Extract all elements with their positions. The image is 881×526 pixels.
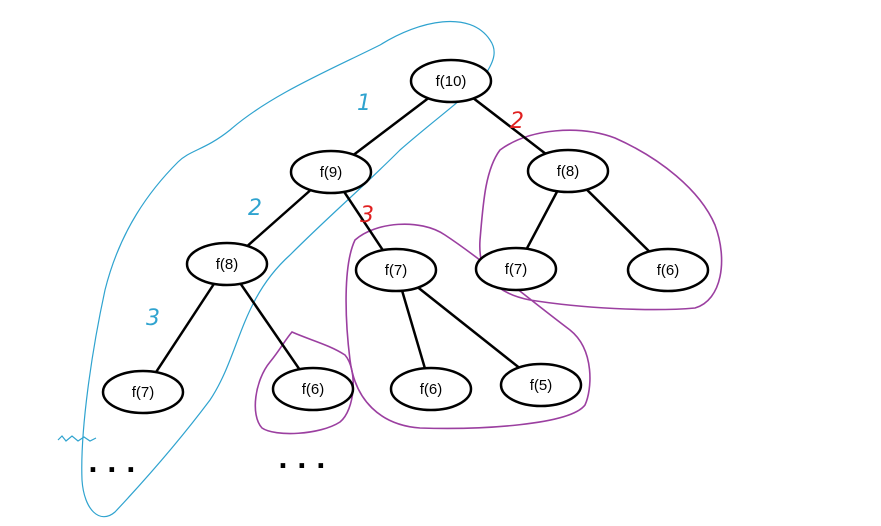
node-ellipse [409, 58, 493, 104]
tree-node-n10: f(10) [409, 58, 493, 104]
node-ellipse [526, 148, 610, 194]
node-label: f(6) [420, 381, 443, 398]
node-label: f(8) [216, 256, 239, 273]
blue-path-outline [81, 20, 495, 518]
node-label: f(6) [657, 262, 680, 279]
node-ellipse [185, 241, 269, 287]
blue-number-2: 2 [248, 196, 262, 221]
blue-squiggle [57, 435, 97, 442]
node-ellipse [389, 366, 473, 412]
node-ellipse [271, 366, 355, 412]
node-ellipse [101, 369, 185, 415]
node-ellipse [474, 246, 558, 292]
node-label: f(6) [302, 381, 325, 398]
tree-node-n5: f(5) [499, 362, 583, 408]
tree-node-n7b: f(7) [354, 247, 438, 293]
tree-node-n8b: f(8) [526, 148, 610, 194]
tree-nodes: f(10) f(9) f(8) f(8) f(7) f(7) f(7) f(6) f(6) f(6… [101, 58, 710, 415]
ellipsis-middle: . . . [278, 445, 326, 475]
purple-group-left [254, 331, 355, 435]
blue-number-3: 3 [146, 306, 160, 331]
edge-n7b-n5 [395, 269, 542, 386]
node-ellipse [626, 247, 710, 293]
purple-group-right [479, 129, 723, 311]
red-number-3: 3 [360, 203, 374, 228]
ellipsis-left: . . . [88, 449, 136, 479]
node-label: f(9) [320, 164, 343, 181]
node-label: f(7) [505, 261, 528, 278]
red-number-2: 2 [510, 109, 524, 134]
node-label: f(5) [530, 377, 553, 394]
tree-node-n7a: f(7) [101, 369, 185, 415]
tree-node-n6a: f(6) [271, 366, 355, 412]
tree-node-n6c: f(6) [626, 247, 710, 293]
blue-number-1: 1 [357, 91, 371, 116]
tree-node-n8a: f(8) [185, 241, 269, 287]
node-label: f(8) [557, 163, 580, 180]
node-ellipse [354, 247, 438, 293]
node-ellipse [499, 362, 583, 408]
node-label: f(10) [436, 73, 467, 90]
tree-node-n6b: f(6) [389, 366, 473, 412]
tree-edges [141, 80, 669, 393]
node-label: f(7) [385, 262, 408, 279]
purple-group-middle [345, 223, 591, 430]
node-label: f(7) [132, 384, 155, 401]
node-ellipse [289, 149, 373, 195]
tree-node-n9: f(9) [289, 149, 373, 195]
edge-n8a-n7a [141, 263, 229, 393]
tree-node-n7c: f(7) [474, 246, 558, 292]
